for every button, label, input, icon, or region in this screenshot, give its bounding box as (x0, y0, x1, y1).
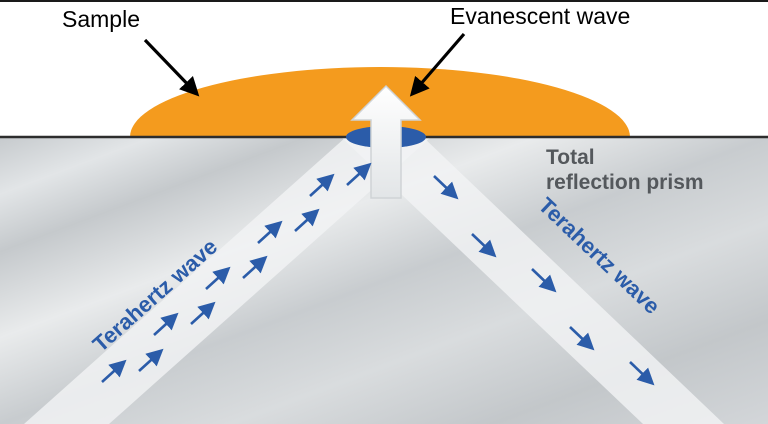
incident-wave-arrows (101, 162, 372, 383)
thz-arrow (153, 312, 179, 336)
thz-arrow (101, 359, 127, 383)
thz-arrow (242, 255, 268, 279)
sample-label: Sample (62, 6, 140, 32)
thz-arrow (190, 301, 216, 325)
evanescent-wave-label: Evanescent wave (450, 3, 630, 29)
prism-label-line2: reflection prism (546, 171, 704, 194)
reflected-beam (341, 137, 724, 424)
prism-label-line1: Total (546, 146, 595, 169)
thz-arrow (569, 326, 595, 351)
thz-arrow (138, 348, 164, 372)
thz-arrow (205, 266, 231, 290)
evanescent-block-arrow (350, 84, 422, 199)
top-border-line (0, 0, 768, 2)
sample-pointer-arrow (143, 38, 200, 97)
reflected-wave-arrows (433, 175, 655, 386)
thz-arrow (531, 268, 557, 293)
thz-arrow (294, 208, 320, 232)
thz-arrow (471, 233, 497, 258)
thz-arrow (257, 220, 283, 244)
thz-arrow (346, 162, 372, 186)
thz-arrow (433, 175, 459, 200)
thz-arrow (629, 361, 655, 386)
evanescent-pointer-arrow (409, 32, 466, 97)
thz-arrow (309, 173, 335, 197)
